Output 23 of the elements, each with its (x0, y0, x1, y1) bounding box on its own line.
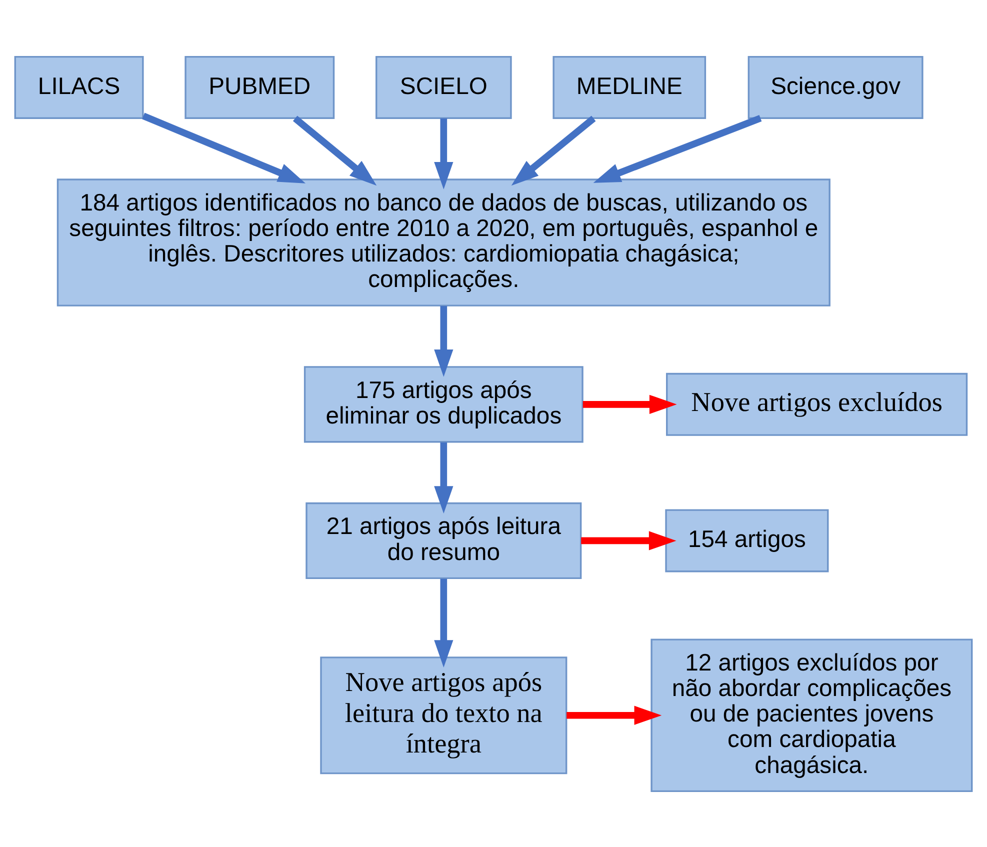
arrow (434, 305, 454, 376)
arrow (434, 442, 454, 513)
node-box: Nove artigos após leitura do texto na íntegra (320, 656, 568, 774)
arrow (434, 118, 454, 189)
arrow (292, 115, 377, 186)
arrow (593, 114, 762, 182)
arrow (434, 578, 454, 667)
arrow (566, 705, 662, 724)
node-box: SCIELO (376, 55, 512, 118)
arrow (511, 115, 596, 186)
node-box: MEDLINE (552, 55, 706, 118)
arrow (582, 394, 677, 414)
arrow (581, 530, 676, 550)
node-box: 21 artigos após leitura do resumo (306, 502, 582, 579)
node-box: 184 artigos identificados no banco de dados de buscas, utilizando os seguintes filtros: período entre 2010 a 2020, em português, espanhol e inglês. Descritores utilizados: cardiomiopatia chagásica; complicações. (56, 178, 830, 306)
node-box: 154 artigos (665, 508, 829, 572)
node-box: Nove artigos excluídos (666, 372, 968, 436)
arrow (142, 112, 306, 183)
node-box: 175 artigos após eliminar os duplicados (304, 366, 584, 442)
node-box: LILACS (14, 55, 144, 118)
node-box: 12 artigos excluídos por não abordar complicações ou de pacientes jovens com cardiopatia chagásica. (650, 638, 973, 792)
node-box: Science.gov (748, 55, 924, 118)
node-box: PUBMED (184, 55, 335, 118)
